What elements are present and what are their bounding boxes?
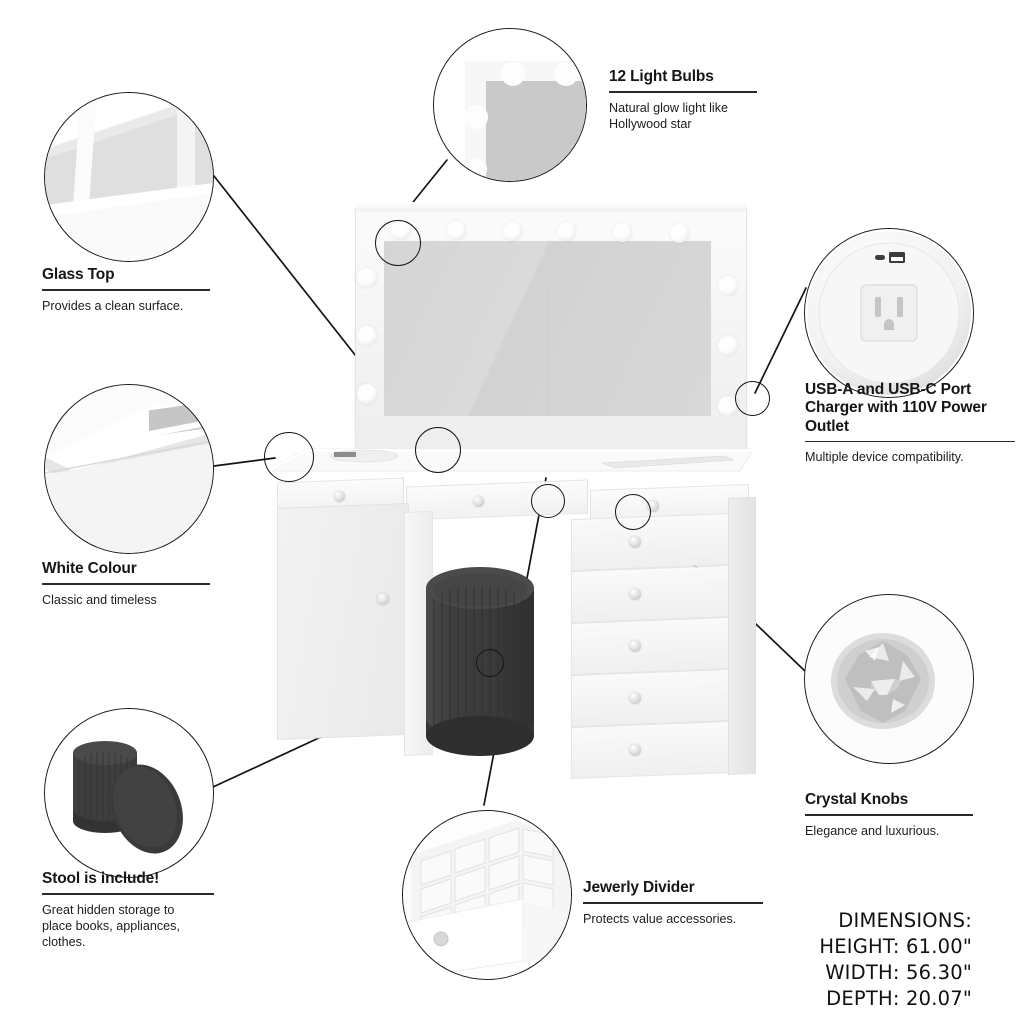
callout-stool: Stool is include! Great hidden storage t… [42, 870, 214, 950]
magnifier-light-bulbs [433, 28, 587, 182]
callout-title: Jewerly Divider [583, 879, 695, 896]
mirror-bulb-top-6 [670, 224, 689, 243]
callout-usb-outlet: USB-A and USB-C Port Charger with 110V P… [805, 381, 1015, 466]
mirror-frame-top-bevel [355, 202, 748, 212]
magnifier-stool [44, 708, 214, 878]
callout-title: White Colour [42, 560, 137, 577]
mirror-bulb-left-2 [357, 326, 377, 346]
magnifier-crystal-knob [804, 594, 974, 764]
callout-light-bulbs: 12 Light Bulbs Natural glow light like H… [609, 68, 757, 132]
magnifier-jewelry-divider [402, 810, 572, 980]
mirror-bulb-right-2 [718, 336, 738, 356]
right-drawer-column [571, 512, 731, 786]
dimensions-heading: DIMENSIONS: [838, 909, 972, 932]
target-ring-crystal-knobs [615, 494, 651, 530]
callout-description: Elegance and luxurious. [805, 823, 940, 838]
drawer-knob-right-3 [629, 640, 641, 652]
callout-rule [42, 893, 214, 895]
right-side-panel [728, 496, 756, 775]
callout-description: Provides a clean surface. [42, 298, 184, 313]
callout-rule [42, 583, 210, 585]
callout-rule [805, 440, 1015, 443]
callout-title: USB-A and USB-C Port Charger with 110V P… [805, 381, 987, 435]
drawer-knob-right-1 [629, 536, 641, 548]
ac-outlet-face [860, 284, 918, 342]
mirror-bulb-right-3 [718, 396, 738, 416]
mirror-bulb-left-1 [357, 268, 377, 288]
drawer-right-1 [571, 512, 730, 572]
left-cabinet [277, 502, 409, 740]
target-ring-usb-outlet [735, 381, 770, 416]
callout-description: Classic and timeless [42, 592, 157, 607]
callout-title: Glass Top [42, 266, 115, 283]
cabinet-door-knob [377, 593, 389, 605]
drawer-knob-right-2 [629, 588, 641, 600]
drawer-right-4 [571, 668, 730, 728]
drawer-right-2 [571, 564, 730, 624]
callout-description: Multiple device compatibility. [805, 450, 964, 465]
mirror-bulb-top-3 [503, 222, 522, 241]
callout-crystal-knobs: Crystal Knobs Elegance and luxurious. [805, 791, 973, 839]
callout-rule [583, 902, 763, 904]
callout-title: 12 Light Bulbs [609, 68, 714, 85]
mirror-bulb-top-2 [447, 221, 466, 240]
target-ring-jewelry-divider [531, 484, 565, 518]
dimensions-block: DIMENSIONS: HEIGHT: 61.00" WIDTH: 56.30"… [760, 908, 972, 1012]
mirror-bulb-right-1 [718, 276, 738, 296]
callout-rule [805, 814, 973, 816]
drawer-knob-right-5 [629, 744, 641, 756]
mirror-assembly [355, 198, 748, 460]
magnifier-glass-top [44, 92, 214, 262]
dimensions-width: WIDTH: 56.30" [825, 960, 972, 984]
magnifier-white-colour [44, 384, 214, 554]
drawer-right-3 [571, 616, 730, 676]
callout-jewelry-divider: Jewerly Divider Protects value accessori… [583, 879, 763, 927]
callout-rule [42, 289, 210, 291]
target-ring-light-bulbs [375, 220, 421, 266]
mirror-glass-seam [547, 241, 548, 416]
drawer-knob-top-center [473, 496, 484, 507]
target-ring-stool [476, 649, 504, 677]
mirror-bulb-left-3 [357, 384, 377, 404]
callout-title: Crystal Knobs [805, 791, 909, 808]
drawer-knob-right-4 [629, 692, 641, 704]
product-illustration [258, 198, 768, 788]
callout-glass-top: Glass Top Provides a clean surface. [42, 266, 210, 314]
dimensions-height: HEIGHT: 61.00" [819, 934, 972, 958]
callout-rule [609, 91, 757, 93]
callout-description: Protects value accessories. [583, 911, 737, 926]
mirror-bulb-top-5 [613, 223, 632, 242]
target-ring-glass-top [415, 427, 461, 473]
drawer-knob-top-left [334, 491, 345, 502]
drawer-right-5 [571, 720, 730, 780]
callout-white-colour: White Colour Classic and timeless [42, 560, 210, 608]
magnifier-usb-outlet [804, 228, 974, 398]
callout-description: Natural glow light like Hollywood star [609, 100, 728, 131]
usb-c-port-glyph [875, 255, 885, 260]
callout-description: Great hidden storage to place books, app… [42, 902, 180, 950]
target-ring-white-colour [264, 432, 314, 482]
callout-title: Stool is include! [42, 870, 160, 887]
mirror-bulb-top-4 [557, 222, 576, 241]
dimensions-depth: DEPTH: 20.07" [826, 986, 972, 1010]
